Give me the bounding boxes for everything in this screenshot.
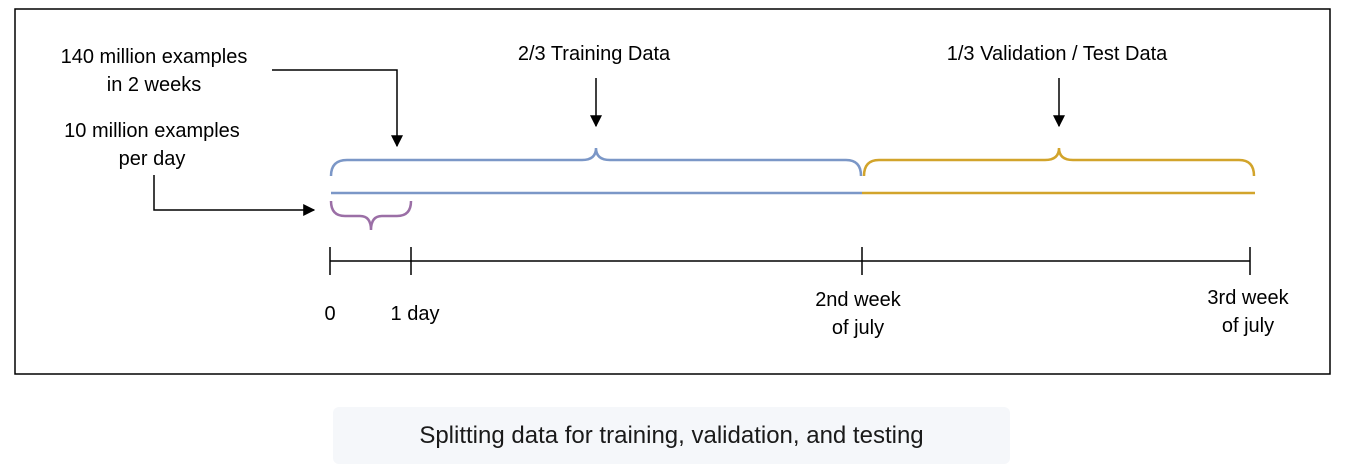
diagram-frame <box>14 8 1331 375</box>
brace-one-day <box>329 200 413 231</box>
figure-caption: Splitting data for training, validation,… <box>419 421 924 449</box>
arrow-2-weeks <box>272 69 403 148</box>
tick-label-2nd-week-line2: of july <box>832 317 884 339</box>
label-validation-test-data: 1/3 Validation / Test Data <box>947 43 1168 65</box>
label-examples-per-day-line1: 10 million examples <box>64 120 240 142</box>
arrow-per-day <box>153 175 316 216</box>
label-training-data: 2/3 Training Data <box>518 43 671 65</box>
tick-label-0: 0 <box>324 303 335 325</box>
tick-label-3rd-week-line1: 3rd week <box>1207 287 1289 309</box>
caption-box: Splitting data for training, validation,… <box>333 407 1010 464</box>
label-examples-2-weeks-line2: in 2 weeks <box>107 74 202 96</box>
label-examples-2-weeks-line1: 140 million examples <box>61 46 248 68</box>
tick-label-3rd-week-line2: of july <box>1222 315 1274 337</box>
data-split-diagram: 140 million examples in 2 weeks 10 milli… <box>14 8 1331 375</box>
tick-label-2nd-week-line1: 2nd week <box>815 289 902 311</box>
brace-validation <box>862 147 1256 177</box>
tick-label-1-day: 1 day <box>391 303 440 325</box>
label-examples-per-day-line2: per day <box>119 148 186 170</box>
brace-training <box>329 147 863 177</box>
